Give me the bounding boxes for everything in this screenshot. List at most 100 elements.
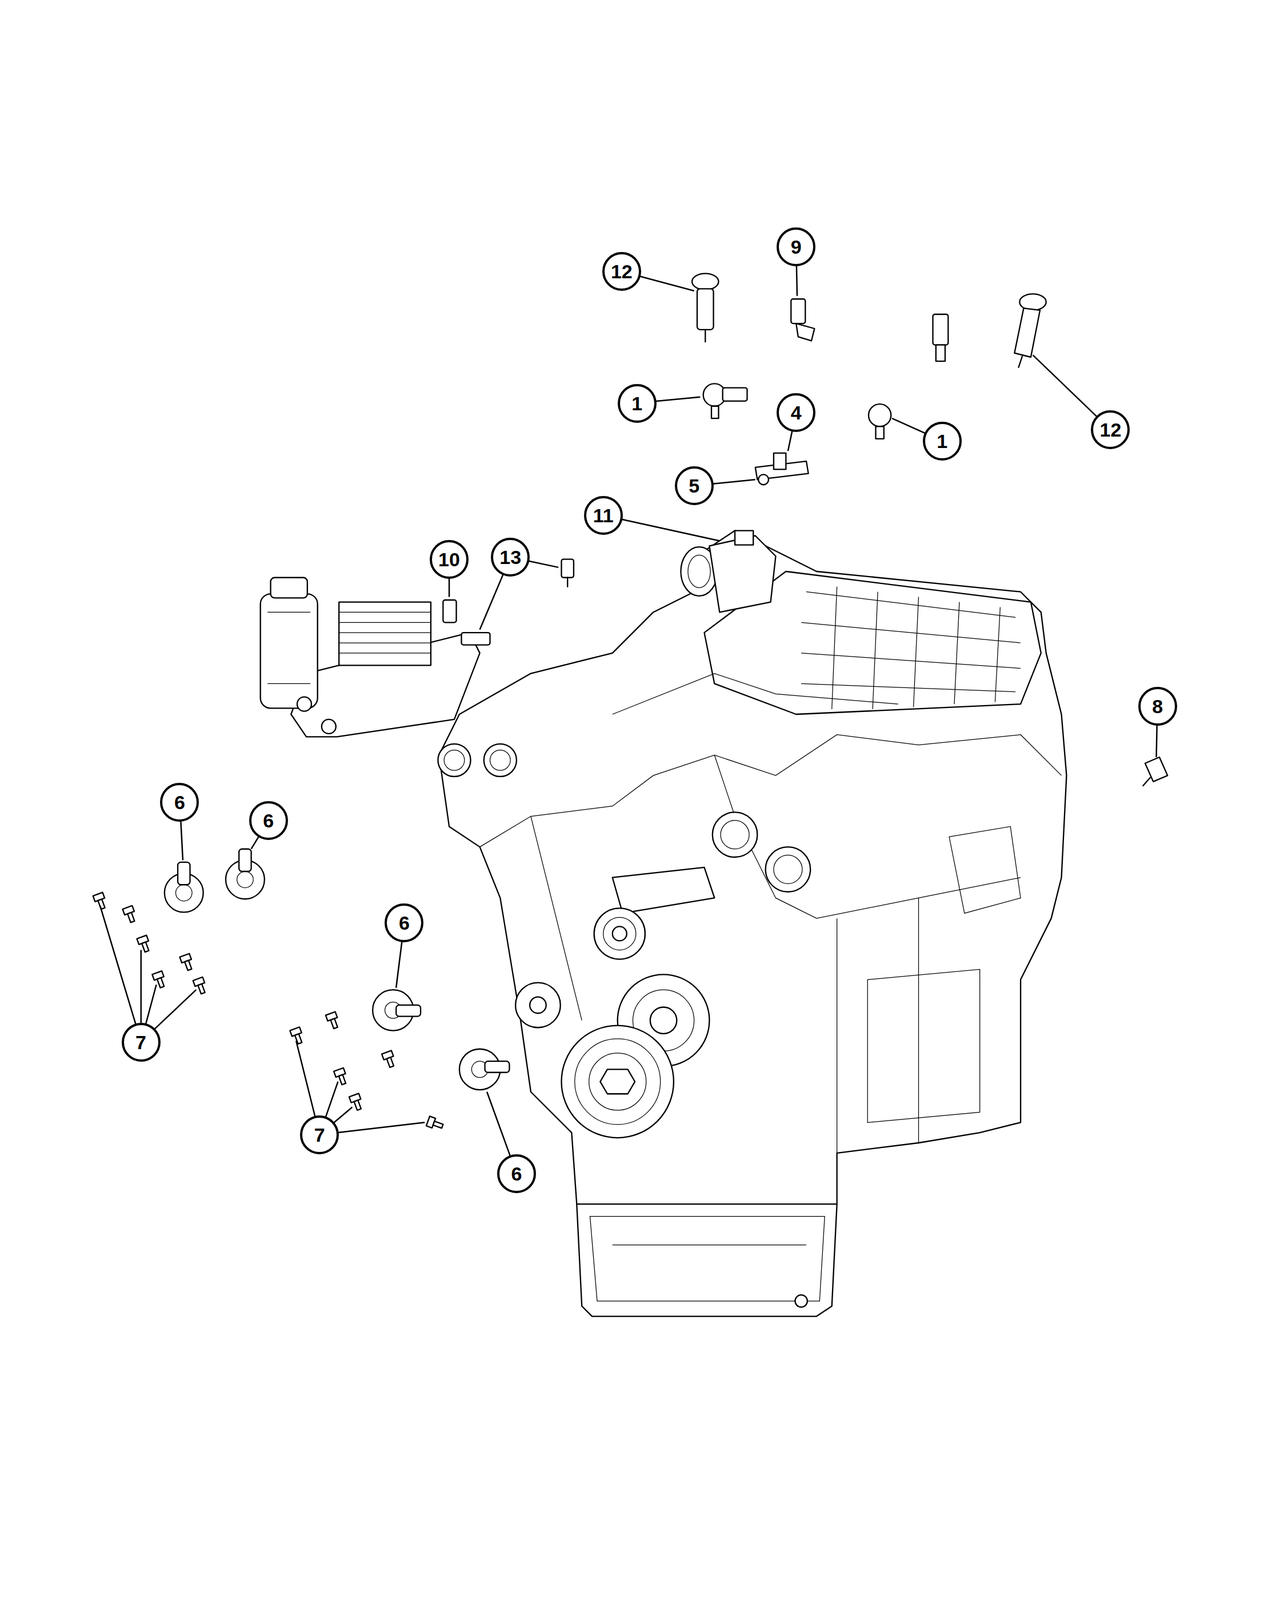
callout-circle: 12	[602, 252, 642, 291]
callout-circle: 7	[121, 1022, 161, 1062]
pulleys	[603, 917, 636, 950]
oil-pan	[576, 1204, 837, 1316]
sensor-parts	[790, 298, 806, 324]
engine-block	[437, 530, 1067, 1205]
screw-parts	[152, 970, 167, 989]
pulleys	[561, 1025, 674, 1138]
sensor-parts	[697, 288, 714, 330]
callout-number: 6	[262, 810, 274, 831]
oil-filter-housing	[338, 602, 431, 666]
engine-block	[480, 734, 1062, 847]
callout-circle: 13	[490, 537, 530, 577]
oil-pan	[612, 1244, 807, 1246]
screw-parts	[184, 960, 192, 971]
sensor-parts	[758, 474, 769, 485]
callout-circle: 11	[584, 496, 623, 535]
sensor-parts	[704, 329, 706, 342]
callout-number: 5	[688, 476, 700, 496]
callout-circle: 8	[1138, 686, 1178, 726]
oil-filter-housing	[260, 593, 318, 708]
throttle-body	[734, 530, 754, 546]
pulleys	[612, 926, 627, 941]
leader-lines	[100, 906, 141, 1043]
oil-filter-housing	[267, 612, 311, 684]
engine-block	[484, 744, 517, 777]
screw-parts	[338, 1074, 346, 1086]
screw-parts	[426, 1116, 444, 1131]
sensor-parts	[1145, 757, 1168, 782]
callout-number: 13	[499, 547, 522, 567]
oil-pan	[576, 1204, 837, 1316]
solenoid-parts	[237, 871, 254, 888]
callout-circle: 6	[384, 903, 424, 943]
intake-manifold	[801, 622, 1021, 643]
intake-manifold	[832, 586, 838, 710]
sensor-parts	[461, 632, 491, 645]
callout-circle: 6	[249, 801, 288, 840]
leader-lines	[100, 246, 1158, 1174]
screw-parts	[197, 984, 205, 995]
intake-manifold	[913, 597, 919, 708]
engine-block	[949, 826, 1021, 914]
solenoid-parts	[177, 862, 190, 885]
sensor-parts	[561, 559, 574, 578]
sensor-parts	[1142, 777, 1151, 786]
callout-number: 6	[398, 913, 410, 933]
screw-parts	[333, 1068, 349, 1086]
engine-block	[612, 867, 715, 914]
screw-parts	[137, 935, 152, 954]
pulleys	[529, 997, 547, 1014]
sensor-parts	[1014, 308, 1040, 358]
intake-manifold	[612, 571, 1042, 715]
pulleys	[650, 1007, 677, 1034]
pulleys	[600, 1069, 635, 1094]
callout-number: 4	[790, 402, 802, 423]
callout-circle: 10	[429, 540, 469, 579]
intake-manifold	[954, 602, 960, 705]
callout-number: 7	[135, 1032, 147, 1052]
callout-number: 1	[631, 393, 643, 414]
sensor-parts	[933, 314, 949, 346]
intake-manifold	[801, 683, 1016, 692]
callout-number: 1	[936, 431, 948, 451]
screw-parts	[157, 977, 164, 988]
callout-circle: 5	[674, 466, 714, 506]
callout-number: 6	[510, 1164, 522, 1184]
callout-circle: 4	[776, 393, 816, 432]
solenoid-parts	[396, 1005, 421, 1017]
callout-circle: 6	[497, 1154, 536, 1194]
sensor-parts	[796, 323, 815, 341]
intake-manifold	[872, 592, 878, 710]
screw-parts	[180, 953, 195, 972]
engine-block	[438, 530, 1067, 1205]
solenoid-parts	[485, 1061, 510, 1073]
callout-circle: 1	[617, 384, 657, 423]
engine-block	[712, 812, 758, 858]
callout-number: 6	[174, 792, 186, 812]
callout-number: 12	[610, 261, 633, 282]
oil-filter-housing	[321, 719, 336, 734]
engine-block	[437, 744, 471, 777]
screw-parts	[325, 1012, 341, 1030]
intake-manifold	[806, 592, 1016, 618]
engine-block	[490, 750, 511, 771]
callout-number: 12	[1100, 420, 1122, 440]
callout-circle: 1	[922, 421, 962, 461]
screw-parts	[127, 912, 135, 923]
pulleys	[594, 908, 646, 959]
sensor-parts	[442, 273, 1168, 786]
oil-pan	[794, 1294, 807, 1307]
sensor-parts	[876, 426, 884, 439]
solenoid-parts	[164, 849, 510, 1090]
screw-parts	[289, 1026, 305, 1045]
screw-parts	[354, 1100, 362, 1111]
callout-circle: 12	[1090, 410, 1130, 450]
oil-pan	[590, 1216, 826, 1302]
callout-number: 9	[790, 237, 802, 257]
engine-block	[720, 820, 750, 850]
sensor-parts	[1018, 354, 1023, 367]
engine-block	[765, 846, 811, 892]
screw-parts	[93, 892, 444, 1132]
